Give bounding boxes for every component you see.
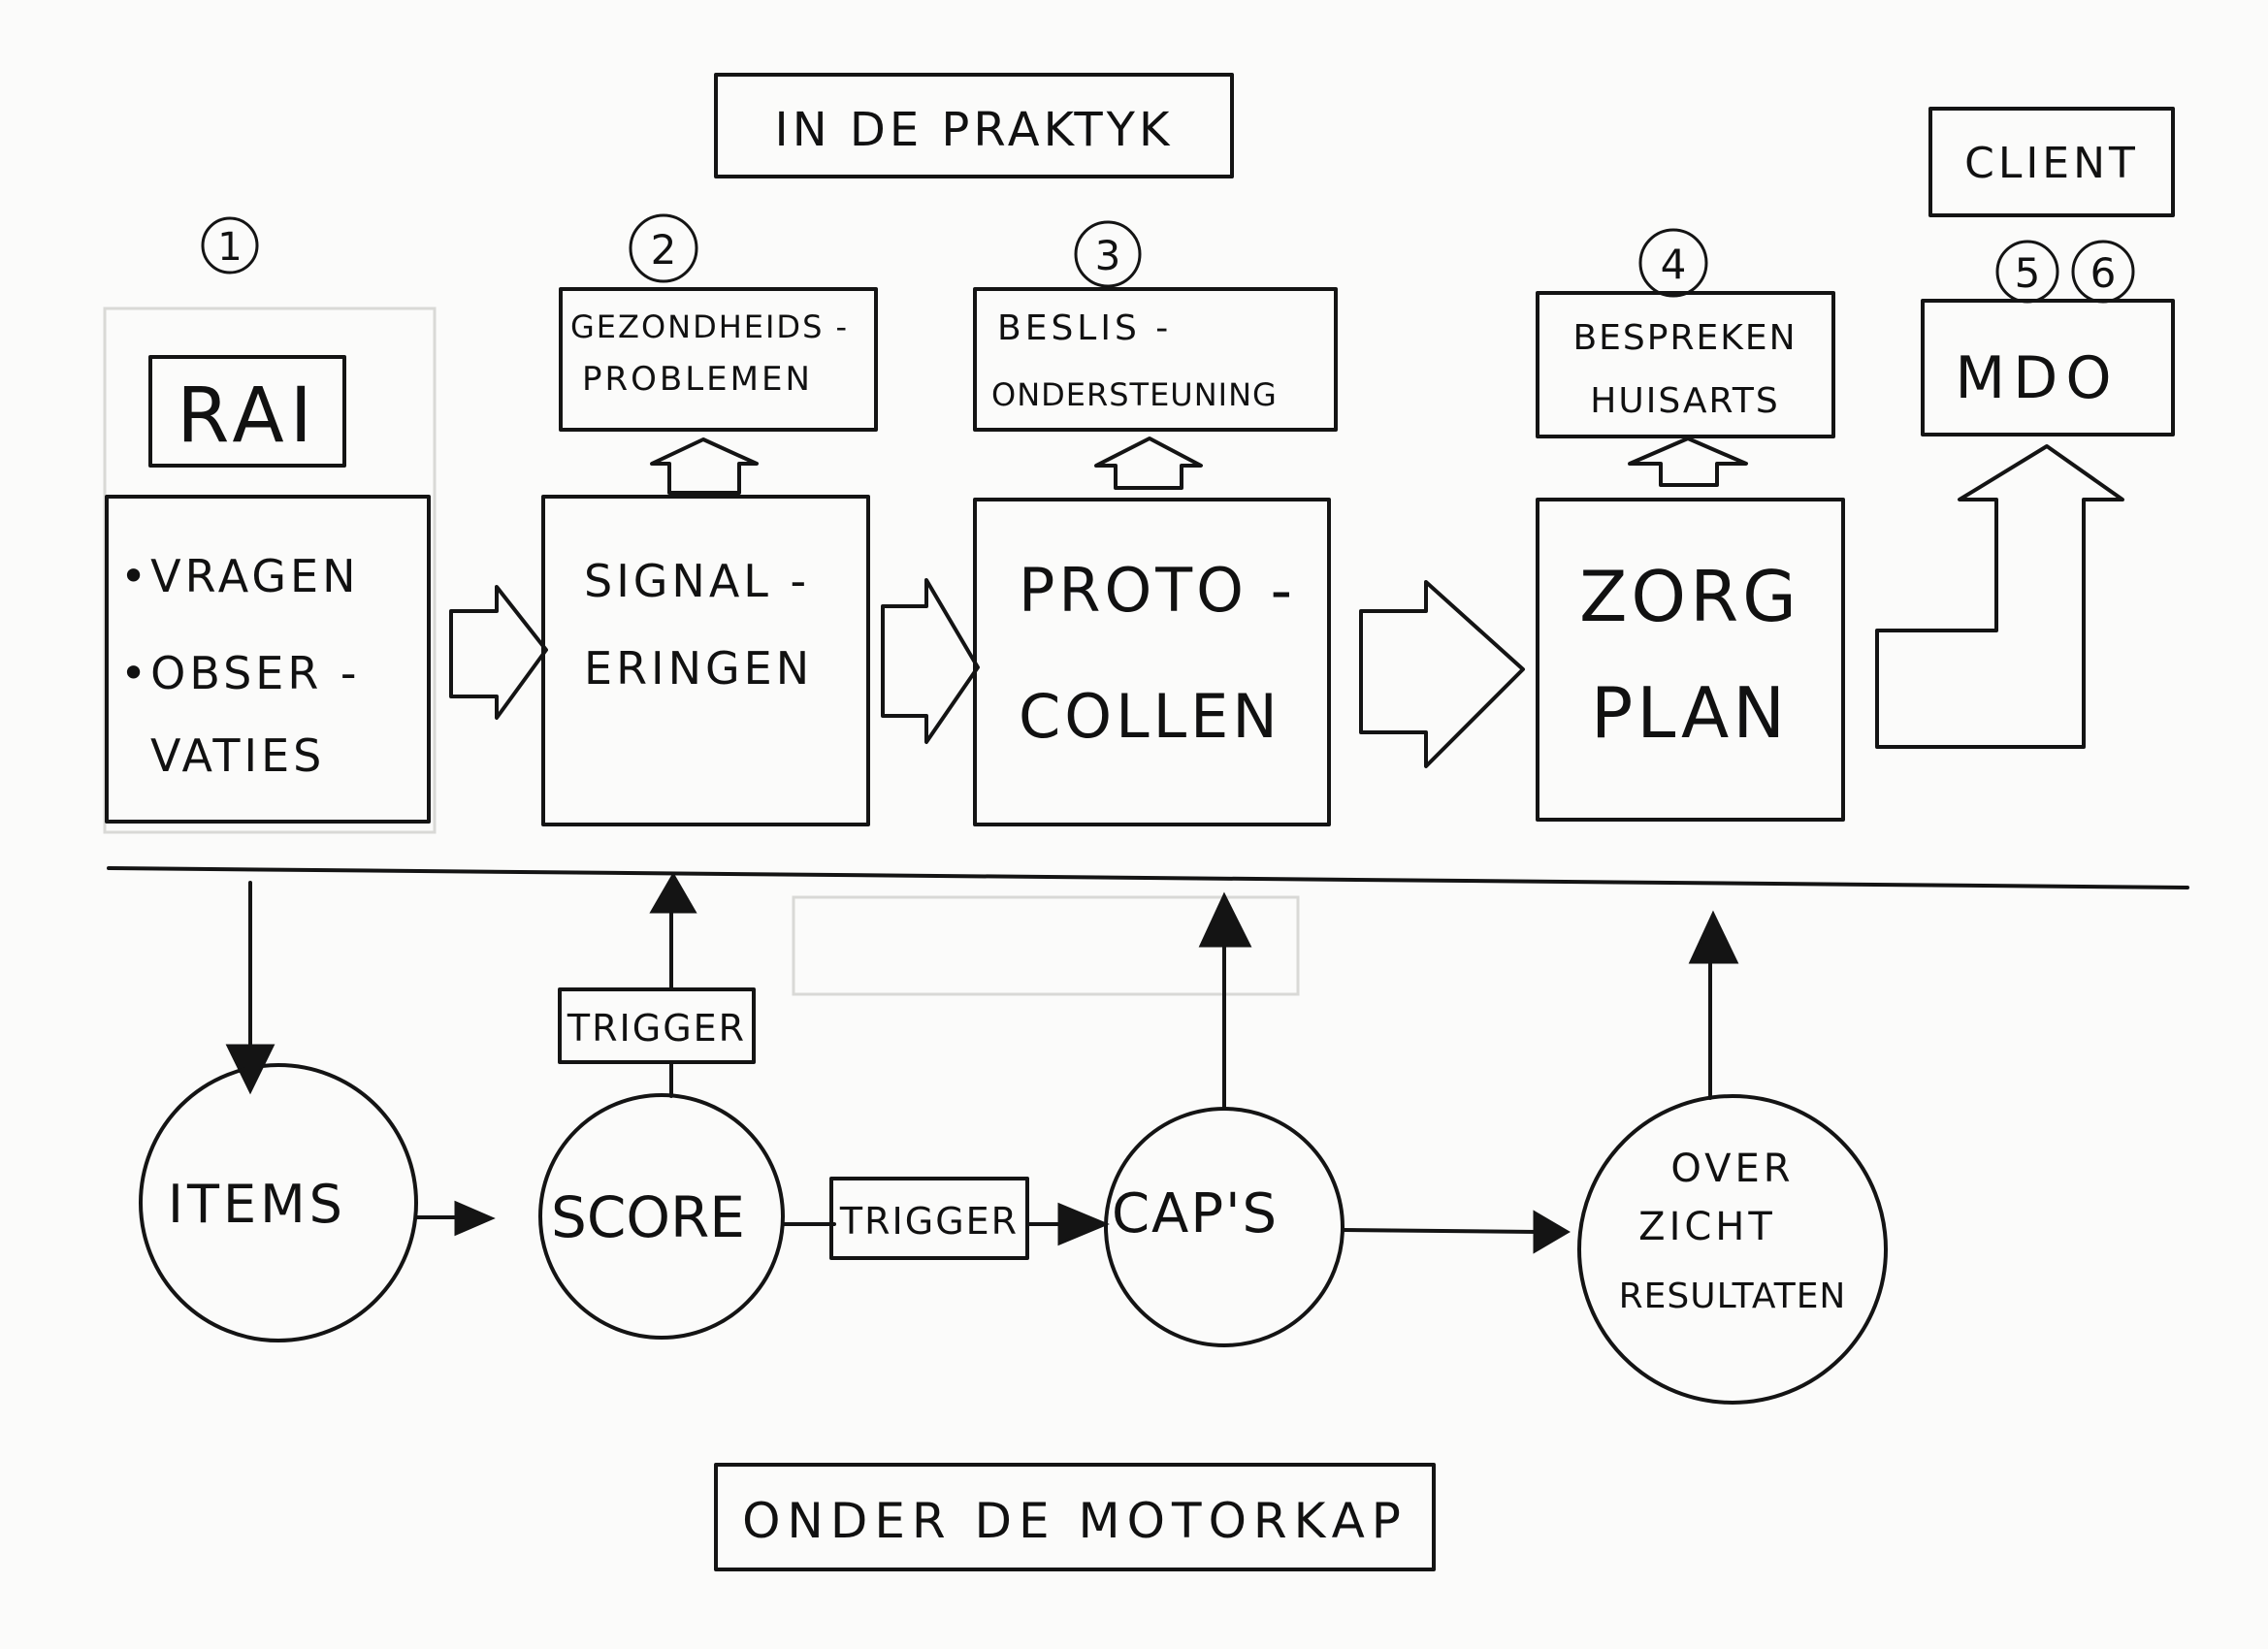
overzicht-circle: [1577, 1094, 1888, 1405]
svg-text:6: 6: [2090, 249, 2117, 297]
trigger-label-2: TRIGGER: [839, 1200, 1019, 1243]
zorgplan-line-1: ZORG: [1579, 556, 1800, 637]
rai-box: [105, 495, 431, 824]
trigger-label-1: TRIGGER: [567, 1007, 746, 1050]
signaleringen-line-2: ERINGEN: [584, 642, 813, 695]
bottom-title-frame: [714, 1463, 1436, 1571]
protocollen-box: [973, 498, 1331, 826]
top-title-frame: [714, 73, 1234, 178]
rai-line-3: VATIES: [150, 729, 325, 782]
arrow-up-outline-2: [1094, 436, 1203, 490]
bespreken-huisarts-box: [1536, 291, 1835, 438]
svg-text:1: 1: [217, 225, 242, 270]
step-number-4: 4: [1638, 228, 1708, 298]
mdo-box: [1921, 299, 2175, 436]
rai-title-frame: [148, 355, 346, 468]
overzicht-line-2: ZICHT: [1638, 1205, 1776, 1249]
bottom-title: ONDER DE MOTORKAP: [742, 1493, 1408, 1549]
signaleringen-box: [541, 495, 870, 826]
step-number-5: 5: [1995, 240, 2059, 304]
svg-text:4: 4: [1661, 241, 1687, 288]
arrow-right-outline-1: [449, 585, 548, 720]
step-number-3: 3: [1074, 220, 1142, 288]
trigger-box-1: [558, 987, 756, 1064]
rai-line-1: •VRAGEN: [120, 550, 359, 602]
zorgplan-box: [1536, 498, 1845, 822]
arrow-right-outline-3: [1359, 580, 1525, 768]
rai-line-2: •OBSER -: [120, 647, 361, 699]
section-divider: [107, 866, 2189, 889]
protocollen-line-2: COLLEN: [1019, 681, 1281, 752]
signaleringen-line-1: SIGNAL -: [584, 555, 810, 607]
step-number-1: 1: [201, 216, 259, 275]
arrow-caps-to-overzicht-head: [1533, 1210, 1571, 1254]
svg-text:2: 2: [651, 226, 677, 274]
arrow-overzicht-up-head: [1688, 910, 1739, 964]
beslisondersteuning-line-1: BESLIS -: [997, 308, 1172, 348]
svg-text:3: 3: [1095, 232, 1121, 279]
items-label: ITEMS: [168, 1174, 346, 1235]
overzicht-line-1: OVER: [1670, 1147, 1794, 1191]
arrow-bent-to-mdo: [1875, 444, 2124, 749]
client-label-frame: [1928, 107, 2175, 217]
client-label: CLIENT: [1964, 139, 2139, 188]
caps-label: CAP'S: [1112, 1182, 1279, 1245]
step-number-6: 6: [2071, 240, 2135, 304]
arrow-up-outline-3: [1628, 436, 1748, 487]
trigger-box-2: [829, 1177, 1029, 1260]
arrow-up-outline-1: [650, 437, 759, 495]
arrow-right-outline-2: [881, 578, 980, 744]
rai-title: RAI: [177, 372, 317, 460]
bespreken-huisarts-line-1: BESPREKEN: [1572, 318, 1797, 358]
score-circle: [538, 1093, 785, 1340]
arrow-caps-up-head: [1198, 891, 1252, 948]
svg-text:5: 5: [2015, 249, 2041, 297]
score-label: SCORE: [551, 1184, 745, 1250]
arrow-score-up-head: [649, 872, 697, 914]
gezondheidsproblemen-box: [559, 287, 878, 432]
arrow-items-to-score-head: [454, 1200, 496, 1237]
arrow-caps-to-overzicht-shaft: [1342, 1228, 1539, 1234]
top-title: IN DE PRAKTYK: [775, 103, 1174, 157]
mdo-label: MDO: [1955, 344, 2119, 412]
beslisondersteuning-box: [973, 287, 1338, 432]
items-circle: [139, 1063, 418, 1342]
gezondheidsproblemen-line-2: PROBLEMEN: [582, 360, 813, 399]
overzicht-line-3: RESULTATEN: [1619, 1277, 1847, 1316]
arrow-score-to-caps-head: [1057, 1202, 1110, 1246]
protocollen-line-1: PROTO -: [1019, 555, 1296, 626]
bespreken-huisarts-line-2: HUISARTS: [1590, 381, 1779, 421]
step-number-2: 2: [629, 213, 698, 283]
zorgplan-line-2: PLAN: [1591, 672, 1789, 754]
beslisondersteuning-line-2: ONDERSTEUNING: [991, 376, 1278, 413]
gezondheidsproblemen-line-1: GEZONDHEIDS -: [570, 308, 849, 345]
